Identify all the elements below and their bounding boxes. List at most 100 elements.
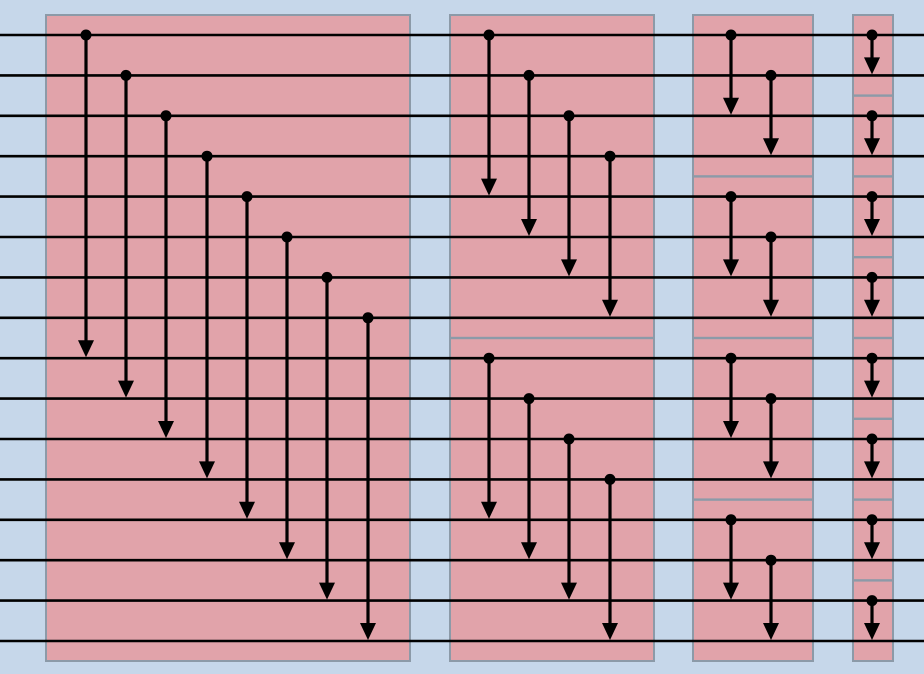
arrow-head-icon <box>118 380 134 398</box>
arrow-head-icon <box>864 299 880 317</box>
stage-3-comparator-5-7 <box>723 191 739 277</box>
stage-3-block-2 <box>692 175 814 339</box>
stage-1-comparator-7-15 <box>319 271 335 600</box>
comparator-source-dot <box>866 110 878 122</box>
arrow-head-icon <box>521 542 537 560</box>
stage-4-comparator-5-6 <box>864 191 880 236</box>
stage-2-comparator-4-8 <box>602 150 618 317</box>
stage-2-comparator-2-6 <box>521 69 537 236</box>
arrow-head-icon <box>864 57 880 75</box>
stage-1-comparator-6-14 <box>279 231 295 560</box>
stage-3-comparator-10-12 <box>763 393 779 479</box>
stage-3-comparator-6-8 <box>763 231 779 317</box>
stage-4-comparator-3-4 <box>864 110 880 156</box>
arrow-head-icon <box>763 138 779 156</box>
stage-2-comparator-1-5 <box>481 29 497 196</box>
comparator-source-dot <box>483 29 495 41</box>
stage-4-comparator-15-16 <box>864 595 880 640</box>
stage-2-block-1 <box>449 14 655 339</box>
comparator-source-dot <box>725 352 737 364</box>
stage-3-comparator-9-11 <box>723 352 739 438</box>
arrow-head-icon <box>279 542 295 560</box>
comparator-source-dot <box>765 231 777 243</box>
stage-1-comparator-8-16 <box>360 312 376 640</box>
arrow-head-icon <box>561 259 577 277</box>
comparator-source-dot <box>725 29 737 41</box>
stage-4-comparator-9-10 <box>864 352 880 398</box>
stage-1-comparator-2-10 <box>118 69 134 398</box>
stage-2-comparator-11-15 <box>561 433 577 600</box>
arrow-head-icon <box>602 299 618 317</box>
stage-2-comparator-12-16 <box>602 473 618 640</box>
arrow-head-icon <box>864 461 880 479</box>
arrow-head-icon <box>723 421 739 438</box>
comparator-source-dot <box>866 595 878 607</box>
arrow-head-icon <box>602 623 618 640</box>
stage-1-block-1 <box>45 14 411 662</box>
comparator-source-dot <box>563 433 575 445</box>
stage-3-comparator-2-4 <box>763 69 779 156</box>
stage-4-comparator-11-12 <box>864 433 880 479</box>
arrow-head-icon <box>864 623 880 640</box>
arrow-head-icon <box>864 138 880 156</box>
comparator-source-dot <box>866 433 878 445</box>
arrow-head-icon <box>723 259 739 277</box>
arrow-head-icon <box>723 582 739 600</box>
arrow-head-icon <box>723 97 739 115</box>
stage-3-comparator-13-15 <box>723 514 739 600</box>
stage-4-comparator-13-14 <box>864 514 880 560</box>
comparator-source-dot <box>321 271 333 283</box>
comparator-source-dot <box>866 352 878 364</box>
comparator-source-dot <box>725 514 737 526</box>
arrow-head-icon <box>561 582 577 600</box>
stage-4-comparator-7-8 <box>864 271 880 317</box>
stage-3-block-3 <box>692 337 814 501</box>
comparator-source-dot <box>80 29 92 41</box>
stage-1-comparator-4-12 <box>199 150 215 479</box>
comparator-source-dot <box>765 69 777 81</box>
arrow-head-icon <box>199 461 215 479</box>
stage-2-block-2 <box>449 337 655 662</box>
stage-3-block-1 <box>692 14 814 178</box>
stage-blocks <box>45 14 894 662</box>
stage-3-comparator-14-16 <box>763 554 779 640</box>
stage-1-comparator-3-11 <box>158 110 174 438</box>
arrow-head-icon <box>521 219 537 236</box>
wires <box>0 33 924 643</box>
stage-1-comparator-5-13 <box>239 191 255 519</box>
arrow-head-icon <box>763 299 779 317</box>
stage-4-comparator-1-2 <box>864 29 880 75</box>
stage-2-comparator-10-14 <box>521 393 537 560</box>
stage-1-comparator-1-9 <box>78 29 94 358</box>
comparator-source-dot <box>362 312 374 324</box>
comparator-source-dot <box>725 191 737 203</box>
comparator-source-dot <box>201 150 213 162</box>
arrow-head-icon <box>360 623 376 640</box>
comparator-source-dot <box>604 150 616 162</box>
arrow-head-icon <box>158 421 174 438</box>
arrow-head-icon <box>481 178 497 196</box>
stage-2-comparator-3-7 <box>561 110 577 277</box>
comparator-source-dot <box>563 110 575 122</box>
stage-2-comparator-9-13 <box>481 352 497 519</box>
comparator-source-dot <box>866 191 878 203</box>
comparator-source-dot <box>160 110 172 122</box>
arrow-head-icon <box>763 461 779 479</box>
comparator-source-dot <box>523 69 535 81</box>
arrow-head-icon <box>864 542 880 560</box>
comparator-source-dot <box>241 191 253 203</box>
arrow-head-icon <box>239 501 255 519</box>
comparator-source-dot <box>483 352 495 364</box>
comparator-source-dot <box>120 69 132 81</box>
comparator-source-dot <box>866 514 878 526</box>
arrow-head-icon <box>481 501 497 519</box>
arrow-head-icon <box>319 582 335 600</box>
comparator-source-dot <box>765 554 777 566</box>
comparator-source-dot <box>765 393 777 405</box>
stage-3-block-4 <box>692 498 814 662</box>
arrow-head-icon <box>763 623 779 640</box>
arrow-head-icon <box>864 219 880 236</box>
stage-3-comparator-1-3 <box>723 29 739 115</box>
arrow-head-icon <box>864 380 880 398</box>
